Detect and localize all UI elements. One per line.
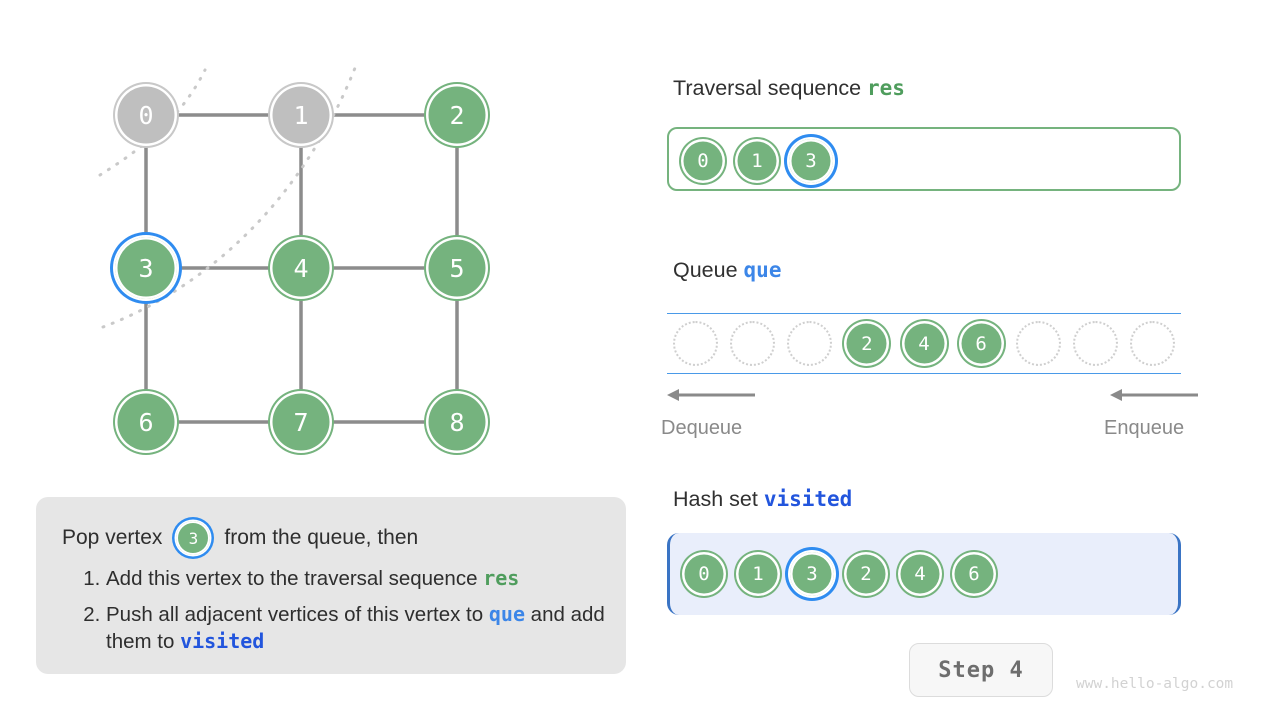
hashset-item[interactable]: 4 [898,552,942,596]
explanation-line-1: Pop vertex 3 from the queue, then [62,521,418,555]
graph-vertex-6[interactable]: 6 [115,391,177,453]
pop-vertex-text: Pop vertex [62,526,163,549]
graph-vertex-2[interactable]: 2 [426,84,488,146]
res-heading-text: Traversal sequence [673,76,867,100]
dequeue-label: Dequeue [661,417,743,439]
queue-slot-filled[interactable]: 2 [844,321,890,366]
graph-vertex-5[interactable]: 5 [426,237,488,299]
hashset-heading: Hash set visited [673,487,852,512]
queue-slot-empty[interactable] [1072,321,1118,366]
enqueue-arrow-icon [1110,389,1198,401]
step1-variable: res [483,566,520,590]
watermark: www.hello-algo.com [1076,676,1234,692]
queue-slot-empty[interactable] [1015,321,1061,366]
frontier-curve-icon [98,68,207,177]
graph-vertex-7[interactable]: 7 [270,391,332,453]
res-heading: Traversal sequence res [673,76,905,101]
queue-slot-empty[interactable] [730,321,776,366]
graph-panel: 0 1 2 3 4 5 6 7 8 [0,0,620,480]
hashset-item[interactable]: 0 [682,552,726,596]
res-variable-name: res [867,76,905,100]
step2-variable: que [488,601,525,626]
res-item[interactable]: 0 [681,139,725,183]
queue-slot-empty[interactable] [1130,321,1175,366]
hashset-item[interactable]: 3 [790,552,834,596]
enqueue-label: Enqueue [1104,417,1185,439]
queue-rail-bottom [667,373,1181,374]
explanation-panel: Pop vertex 3 from the queue, then Add th… [36,497,626,674]
hashset-item[interactable]: 6 [952,552,996,596]
explanation-step-1: Add this vertex to the traversal sequenc… [106,565,608,593]
frontier-curve-icon [101,66,357,329]
queue-slot-filled[interactable]: 6 [958,321,1004,366]
queue-slot-filled[interactable]: 4 [901,321,947,366]
queue-slot-empty[interactable] [787,321,833,366]
step2-variable-2: visited [180,629,265,654]
graph-vertex-4[interactable]: 4 [270,237,332,299]
hashset-heading-text: Hash set [673,487,764,511]
explanation-step-2: Push all adjacent vertices of this verte… [106,601,608,656]
graph-vertex-0[interactable]: 0 [115,84,177,146]
queue-heading: Queue que [673,258,781,283]
dequeue-arrow-icon [667,389,755,401]
graph-vertex-3[interactable]: 3 [115,237,177,299]
step2-text2: and add them to [106,602,605,654]
graph-vertex-8[interactable]: 8 [426,391,488,453]
hashset-item[interactable]: 2 [844,552,888,596]
queue-variable-name: que [743,258,782,282]
graph-vertex-1[interactable]: 1 [270,84,332,146]
hashset-item[interactable]: 1 [736,552,780,596]
res-item[interactable]: 1 [735,139,779,183]
res-item[interactable]: 3 [789,139,833,183]
pop-vertex-text-after: from the queue, then [224,526,419,549]
hashset-variable-name: visited [763,487,853,511]
step1-text: Add this vertex to the traversal sequenc… [106,567,484,590]
step2-text: Push all adjacent vertices of this verte… [106,602,489,626]
inline-vertex-badge: 3 [176,521,211,555]
step-badge: Step 4 [909,643,1053,697]
explanation-steps: Add this vertex to the traversal sequenc… [66,565,608,664]
queue-heading-text: Queue [673,258,744,282]
queue-rail-top [667,313,1181,314]
queue-slot-empty[interactable] [673,321,718,366]
